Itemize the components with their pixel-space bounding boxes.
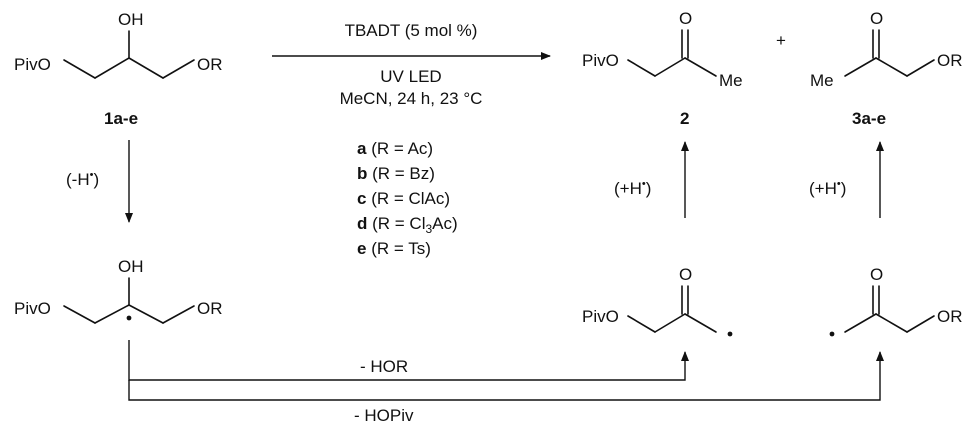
radical-1-bond <box>128 304 164 324</box>
catalyst-text: TBADT (5 mol %) <box>345 21 478 40</box>
variant-item: b (R = Bz) <box>357 164 435 183</box>
radical-2-dot <box>727 331 733 337</box>
radical-1-dot <box>126 315 132 321</box>
elimination-hopiv-pathway: - HOPiv <box>128 351 884 425</box>
product-2-bond <box>654 57 686 77</box>
radical-3-bond <box>844 313 877 333</box>
hat-donation-right-step: (+H•) <box>809 141 884 218</box>
radical-3-dot <box>829 331 835 337</box>
product-3-bond <box>844 57 877 77</box>
product-3-me-label: Me <box>810 71 834 90</box>
product-2-compound-label: 2 <box>680 109 689 128</box>
hat-donation-right-label: (+H•) <box>809 178 846 198</box>
elimination-hopiv-arrow <box>128 351 884 401</box>
variant-item: e (R = Ts) <box>357 239 431 258</box>
plus-sign: + <box>776 31 786 50</box>
product-2-bond <box>684 57 717 77</box>
substrate-compound-label: 1a-e <box>104 109 138 128</box>
variant-item: a (R = Ac) <box>357 139 433 158</box>
radical-1-pivo-label: PivO <box>14 299 51 318</box>
radical-2-bond <box>684 313 717 333</box>
substrate-oh-label: OH <box>118 10 144 29</box>
substrate-bond <box>128 57 164 79</box>
radical-1-bond <box>94 304 130 324</box>
product-3-bond <box>875 57 908 77</box>
radical-2-bond <box>654 313 686 333</box>
radical-3-bond <box>875 313 908 333</box>
elimination-hor-arrow <box>128 340 689 381</box>
hat-donation-left-step: (+H•) <box>614 141 689 218</box>
hat-abstraction-label: (-H•) <box>66 169 99 189</box>
radical-1-oh-label: OH <box>118 257 144 276</box>
radical-3-bond <box>906 315 935 333</box>
product-2-o-label: O <box>679 9 692 28</box>
elimination-hor-label: - HOR <box>360 357 408 376</box>
light-source-text: UV LED <box>380 67 441 86</box>
radical-2-o-label: O <box>679 265 692 284</box>
variant-item: c (R = ClAc) <box>357 189 450 208</box>
radical-2-bond <box>627 315 656 333</box>
radical-2-pivo-label: PivO <box>582 307 619 326</box>
radical-3-o-label: O <box>870 265 883 284</box>
variant-item: d (R = Cl3Ac) <box>357 214 458 236</box>
product-2-bond <box>627 59 656 77</box>
main-reaction-arrow-group: TBADT (5 mol %) UV LED MeCN, 24 h, 23 °C <box>272 21 551 108</box>
radical-1-bond <box>63 305 96 324</box>
elimination-hor-pathway: - HOR <box>128 340 689 381</box>
substrate-bond <box>94 57 130 79</box>
radical-3-structure: O OR <box>829 265 963 337</box>
variant-list: a (R = Ac) b (R = Bz) c (R = ClAc) d (R … <box>357 139 458 258</box>
radical-2-structure: PivO O <box>582 265 733 337</box>
substrate-pivo-label: PivO <box>14 55 51 74</box>
product-3-structure: Me O OR 3a-e <box>810 9 963 128</box>
product-2-pivo-label: PivO <box>582 51 619 70</box>
elimination-hopiv-label: - HOPiv <box>354 406 414 425</box>
product-3-bond <box>906 59 935 77</box>
hat-abstraction-step: (-H•) <box>66 140 133 223</box>
substrate-or-label: OR <box>197 55 223 74</box>
product-3-o-label: O <box>870 9 883 28</box>
hat-donation-left-label: (+H•) <box>614 178 651 198</box>
radical-1-or-label: OR <box>197 299 223 318</box>
product-3-or-label: OR <box>937 51 963 70</box>
conditions-text: MeCN, 24 h, 23 °C <box>340 89 483 108</box>
radical-3-or-label: OR <box>937 307 963 326</box>
product-2-me-label: Me <box>719 71 743 90</box>
substrate-structure: OH PivO OR 1a-e <box>14 10 223 128</box>
product-2-structure: PivO O Me 2 <box>582 9 743 128</box>
product-3-compound-label: 3a-e <box>852 109 886 128</box>
radical-1-bond <box>162 305 195 324</box>
radical-1-structure: OH PivO OR <box>14 257 223 324</box>
substrate-bond <box>63 59 96 79</box>
substrate-bond <box>162 59 195 79</box>
